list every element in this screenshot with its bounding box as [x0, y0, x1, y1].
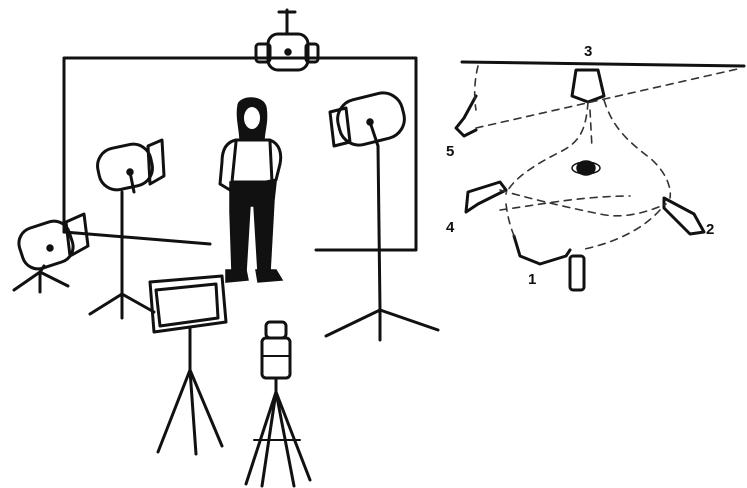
overhead-light — [256, 10, 318, 70]
camera-tripod — [246, 322, 310, 486]
plan-label-5: 5 — [446, 143, 454, 160]
plan-label-3: 3 — [584, 43, 592, 60]
plan-light-3 — [572, 70, 604, 102]
floor-light-left — [14, 214, 88, 292]
plan-camera — [570, 256, 584, 290]
plan-label-2: 2 — [706, 221, 714, 238]
model-figure — [220, 98, 282, 282]
stand-light-right — [326, 89, 438, 340]
softbox — [150, 276, 226, 454]
plan-label-1: 1 — [528, 271, 536, 288]
plan-light-4 — [466, 182, 506, 212]
plan-light-2 — [664, 198, 704, 234]
stand-light-left — [90, 140, 164, 318]
plan-view: 3 5 4 2 1 — [446, 43, 744, 290]
plan-label-4: 4 — [446, 219, 455, 236]
plan-light-5 — [456, 96, 476, 136]
plan-light-1 — [514, 236, 570, 264]
